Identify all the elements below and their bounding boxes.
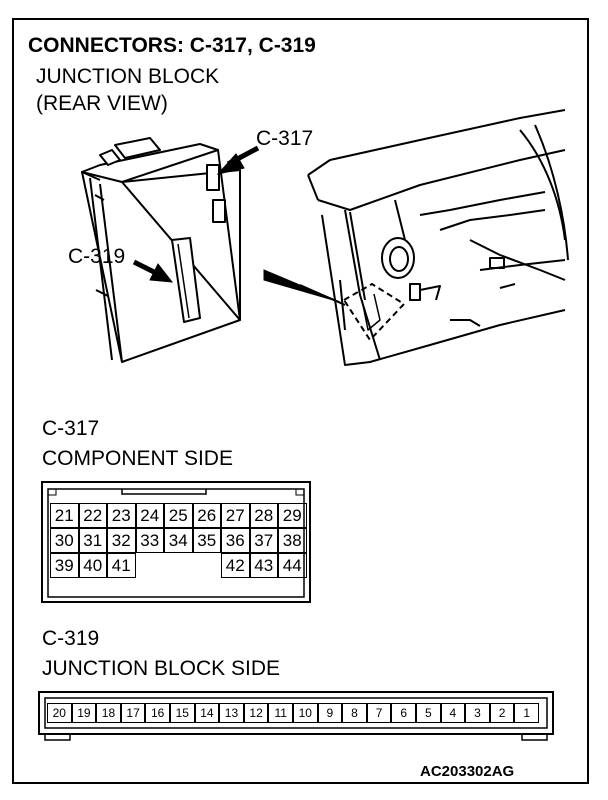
c317-pin-38: 38 bbox=[278, 528, 307, 553]
c317-pin-37: 37 bbox=[249, 528, 278, 553]
location-line-1: JUNCTION BLOCK bbox=[36, 65, 220, 88]
c317-pin-41: 41 bbox=[107, 553, 136, 578]
callout-arrows bbox=[132, 145, 346, 306]
c319-pin-9: 9 bbox=[317, 703, 343, 723]
c319-pin-13: 13 bbox=[219, 703, 244, 723]
c319-name: C-319 bbox=[42, 627, 100, 650]
c319-pin-15: 15 bbox=[170, 703, 195, 723]
callout-c319-label: C-319 bbox=[68, 245, 126, 268]
c317-side-label: COMPONENT SIDE bbox=[42, 447, 233, 470]
c319-pin-2: 2 bbox=[489, 703, 515, 723]
c319-side-label: JUNCTION BLOCK SIDE bbox=[42, 657, 281, 680]
c317-pin-27: 27 bbox=[221, 503, 250, 528]
c319-pin-8: 8 bbox=[342, 703, 367, 723]
c319-pin-18: 18 bbox=[96, 703, 121, 723]
c317-pin-36: 36 bbox=[221, 528, 250, 553]
c317-pin-34: 34 bbox=[164, 528, 193, 553]
c317-pin-39: 39 bbox=[50, 553, 79, 578]
c319-pin-11: 11 bbox=[268, 703, 293, 723]
c319-pin-17: 17 bbox=[120, 703, 146, 723]
c317-connector-outline bbox=[41, 481, 311, 603]
figure-code: AC203302AG bbox=[420, 763, 515, 780]
c317-name: C-317 bbox=[42, 417, 100, 440]
c319-pin-7: 7 bbox=[366, 703, 392, 723]
c317-pin-43: 43 bbox=[249, 553, 278, 578]
c317-pin-42: 42 bbox=[221, 553, 250, 578]
page-title: CONNECTORS: C-317, C-319 bbox=[28, 34, 316, 57]
c317-pin-21: 21 bbox=[50, 503, 79, 528]
location-line-2: (REAR VIEW) bbox=[36, 92, 168, 115]
callout-c317-label: C-317 bbox=[256, 127, 314, 150]
c317-pin-28: 28 bbox=[249, 503, 278, 528]
c317-pin-30: 30 bbox=[50, 528, 79, 553]
c319-pin-6: 6 bbox=[391, 703, 416, 723]
c319-connector-outline bbox=[38, 691, 554, 741]
c317-pin-32: 32 bbox=[107, 528, 136, 553]
c317-pin-24: 24 bbox=[135, 503, 164, 528]
c317-pin-35: 35 bbox=[192, 528, 221, 553]
c317-pin-25: 25 bbox=[164, 503, 193, 528]
c319-pin-5: 5 bbox=[416, 703, 441, 723]
figure-frame bbox=[12, 18, 589, 784]
c317-pin-29: 29 bbox=[278, 503, 307, 528]
c317-pin-33: 33 bbox=[135, 528, 164, 553]
c317-pin-22: 22 bbox=[78, 503, 107, 528]
c319-pin-10: 10 bbox=[293, 703, 318, 723]
c317-pin-31: 31 bbox=[78, 528, 107, 553]
c319-pin-4: 4 bbox=[440, 703, 466, 723]
c319-pin-1: 1 bbox=[514, 703, 539, 723]
c319-pin-12: 12 bbox=[243, 703, 269, 723]
c319-pin-20: 20 bbox=[47, 703, 72, 723]
c319-pin-3: 3 bbox=[465, 703, 490, 723]
c319-pin-14: 14 bbox=[194, 703, 220, 723]
c319-pin-16: 16 bbox=[145, 703, 170, 723]
c317-pin-44: 44 bbox=[278, 553, 307, 578]
dashboard-drawing bbox=[307, 109, 569, 366]
c317-pin-23: 23 bbox=[107, 503, 136, 528]
c317-pin-40: 40 bbox=[78, 553, 107, 578]
c319-pin-19: 19 bbox=[71, 703, 97, 723]
c317-pin-26: 26 bbox=[192, 503, 221, 528]
junction-block-drawing bbox=[81, 137, 241, 363]
